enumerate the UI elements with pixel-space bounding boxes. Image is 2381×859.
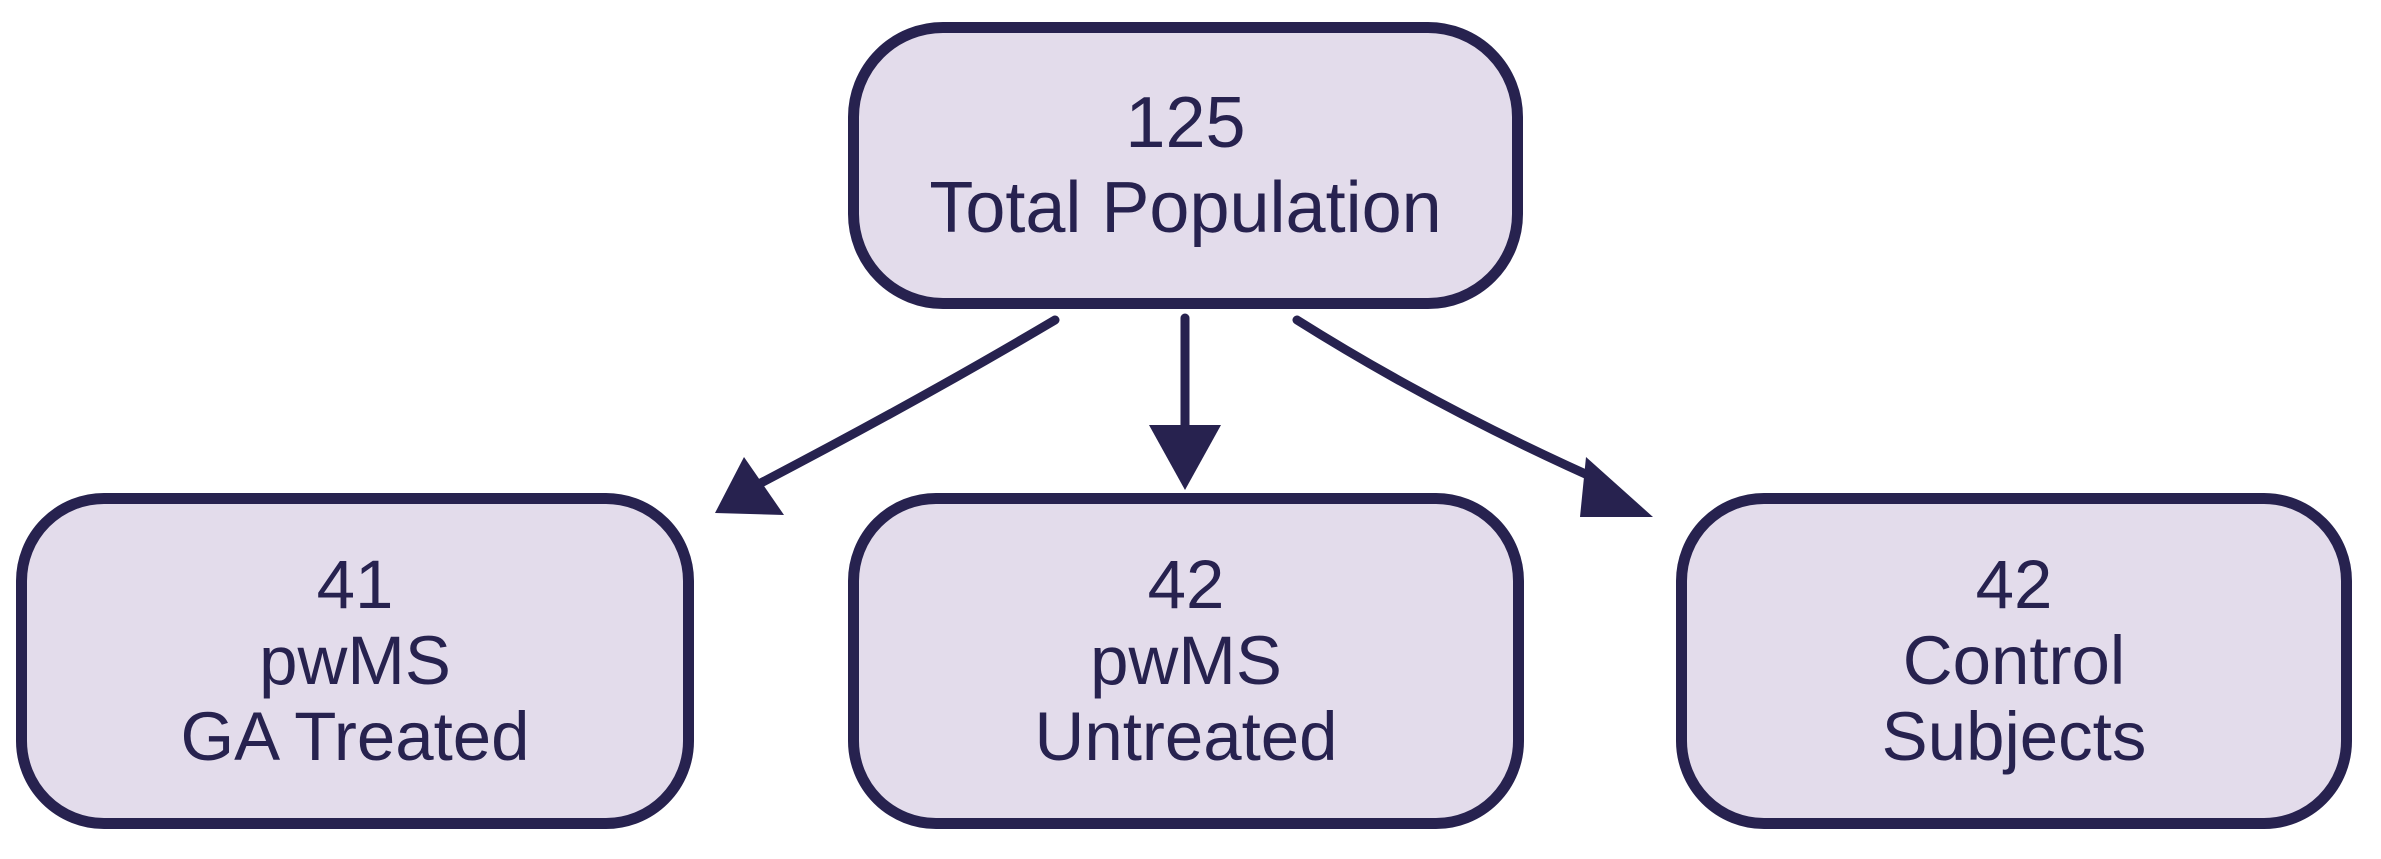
arrow-to-ga-treated: [752, 315, 1060, 490]
arrowhead-to-control: [1580, 457, 1653, 517]
ga-treated-label-line-2: GA Treated: [180, 697, 530, 775]
ga-treated-label-line-1: pwMS: [259, 622, 451, 700]
arrow-to-control: [1292, 315, 1615, 490]
arrowhead-to-untreated: [1149, 425, 1221, 490]
control-subjects-label-line-1: Control: [1902, 622, 2126, 700]
ga-treated-node: 41 pwMS GA Treated: [16, 493, 694, 829]
ga-treated-count: 41: [316, 546, 394, 624]
control-subjects-label-line-2: Subjects: [1881, 697, 2147, 775]
total-population-count: 125: [1125, 83, 1246, 164]
total-population-node: 125 Total Population: [848, 22, 1523, 309]
control-subjects-node: 42 Control Subjects: [1676, 493, 2352, 829]
total-population-label: Total Population: [929, 167, 1442, 248]
untreated-count: 42: [1147, 546, 1225, 624]
untreated-label-line-1: pwMS: [1090, 622, 1282, 700]
arrowhead-to-ga-treated: [715, 457, 784, 515]
untreated-label-line-2: Untreated: [1034, 697, 1338, 775]
untreated-node: 42 pwMS Untreated: [848, 493, 1524, 829]
control-subjects-count: 42: [1975, 546, 2053, 624]
